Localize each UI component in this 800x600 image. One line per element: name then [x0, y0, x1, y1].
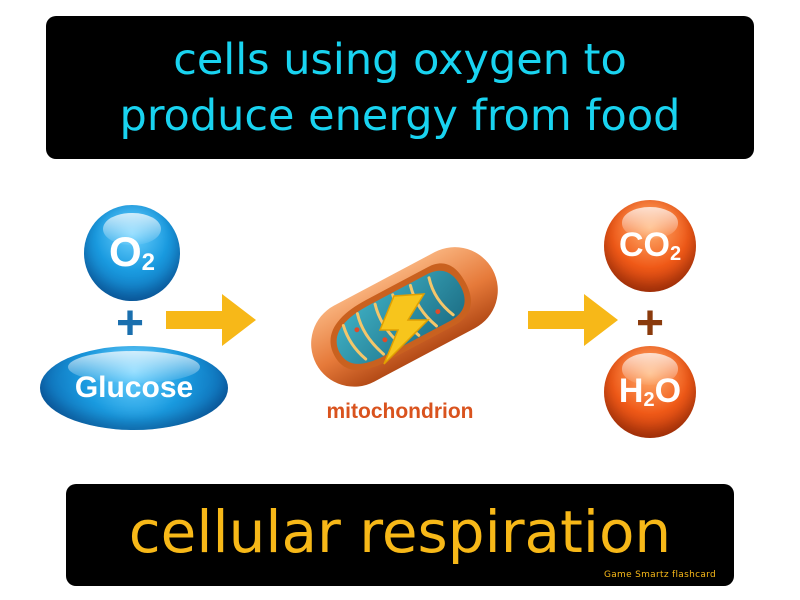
water-subscript: 2 — [643, 389, 655, 411]
oxygen-sphere: O2 — [84, 205, 180, 301]
reactant-plus: + — [116, 297, 145, 350]
water-gloss — [622, 353, 678, 385]
brand-label: Game Smartz flashcard — [603, 570, 716, 580]
oxygen-symbol: O — [108, 228, 142, 275]
definition-line-1: cells using oxygen to — [173, 34, 627, 85]
product-plus: + — [636, 297, 665, 350]
definition-box: cells using oxygen to produce energy fro… — [46, 16, 754, 159]
mitochondrion-label: mitochondrion — [326, 400, 474, 423]
mitochondrion-icon — [311, 247, 498, 387]
carbon-dioxide-sphere: CO2 — [604, 200, 696, 292]
oxygen-formula: O2 — [109, 231, 155, 275]
carbon-dioxide-formula: CO2 — [619, 228, 681, 264]
glucose-ellipse: Glucose — [40, 346, 228, 430]
term-box: cellular respiration Game Smartz flashca… — [66, 484, 734, 586]
glucose-label: Glucose — [74, 371, 194, 404]
definition-line-2: produce energy from food — [119, 90, 681, 141]
arrow-icon-left — [166, 294, 256, 346]
oxygen-subscript: 2 — [141, 249, 156, 276]
carbon-dioxide-subscript: 2 — [669, 243, 682, 265]
carbon-dioxide-gloss — [622, 207, 678, 239]
carbon-dioxide-symbol: CO — [618, 226, 670, 264]
water-formula: H2O — [619, 374, 681, 410]
water-suffix: O — [654, 372, 682, 410]
term-title: cellular respiration — [128, 498, 672, 566]
glucose-gloss — [68, 351, 200, 383]
oxygen-gloss — [103, 212, 161, 246]
arrow-icon-right — [528, 294, 618, 346]
water-sphere: H2O — [604, 346, 696, 438]
water-prefix: H — [618, 372, 644, 410]
